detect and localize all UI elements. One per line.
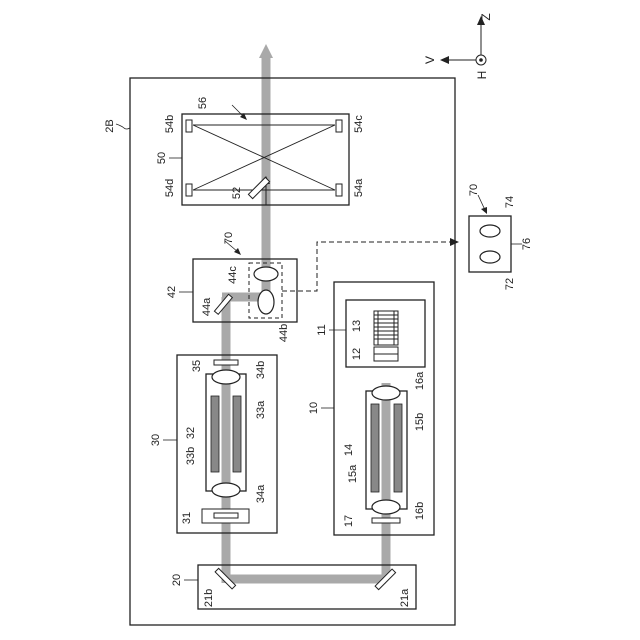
module-31-inner (214, 513, 238, 518)
element-72 (480, 251, 500, 263)
label-14: 14 (343, 444, 355, 456)
label-34a: 34a (255, 484, 267, 503)
label-70a: 70 (223, 232, 235, 244)
label-44b: 44b (278, 324, 290, 342)
label-74: 74 (504, 196, 516, 208)
label-35: 35 (191, 360, 203, 372)
electrode-33b (211, 396, 219, 472)
lens-44b (258, 290, 274, 314)
label-54c: 54c (353, 115, 365, 133)
label-34b: 34b (255, 361, 267, 379)
output-coupler-35 (214, 360, 238, 365)
mirror-54a (336, 184, 342, 196)
label-16b: 16b (414, 502, 426, 520)
leader-70b (478, 195, 485, 210)
label-42: 42 (166, 286, 178, 298)
label-72: 72 (504, 278, 516, 290)
h-axis-dot (479, 58, 483, 62)
label-30: 30 (150, 434, 162, 446)
label-13: 13 (351, 320, 363, 332)
label-32: 32 (185, 427, 197, 439)
label-76: 76 (521, 238, 533, 250)
grating-13 (374, 311, 398, 345)
lens-44c (254, 267, 278, 281)
label-50: 50 (156, 152, 168, 164)
label-2B: 2B (104, 119, 116, 132)
mirror-54c (336, 120, 342, 132)
leader-2B (116, 124, 130, 129)
mirror-54d (186, 184, 192, 196)
h-axis-label: H (475, 71, 489, 80)
window-34a (212, 483, 240, 497)
label-15a: 15a (347, 464, 359, 483)
axis-indicator: Z V H (423, 13, 493, 79)
label-54d: 54d (164, 179, 176, 197)
electrode-33a (233, 396, 241, 472)
v-axis-arrowhead (440, 56, 449, 64)
label-17: 17 (343, 515, 355, 527)
window-16b (372, 500, 400, 514)
label-44a: 44a (201, 297, 213, 316)
label-44c: 44c (227, 266, 239, 284)
label-70b: 70 (468, 184, 480, 196)
label-21b: 21b (203, 589, 215, 607)
z-axis-label: Z (479, 13, 493, 20)
label-11: 11 (316, 324, 328, 335)
label-31: 31 (181, 512, 193, 524)
mirror-17 (372, 518, 400, 523)
label-56: 56 (197, 97, 209, 109)
label-21a: 21a (399, 588, 411, 607)
window-34b (212, 370, 240, 384)
leader-70b-arrow (481, 207, 487, 214)
v-axis-label: V (423, 56, 437, 64)
label-20: 20 (171, 574, 183, 586)
label-16a: 16a (414, 371, 426, 390)
label-52: 52 (231, 187, 243, 199)
beam-output-arrow (259, 44, 273, 58)
label-33a: 33a (255, 400, 267, 419)
housing-2B (130, 78, 455, 625)
control-link-dashed (282, 242, 452, 291)
label-54b: 54b (164, 115, 176, 133)
element-74 (480, 225, 500, 237)
label-33b: 33b (185, 447, 197, 465)
label-15b: 15b (414, 413, 426, 431)
window-16a (372, 386, 400, 400)
label-54a: 54a (353, 178, 365, 197)
mirror-54b (186, 120, 192, 132)
label-12: 12 (351, 348, 363, 360)
label-10: 10 (308, 402, 320, 414)
electrode-15b (394, 404, 402, 492)
electrode-15a (371, 404, 379, 492)
